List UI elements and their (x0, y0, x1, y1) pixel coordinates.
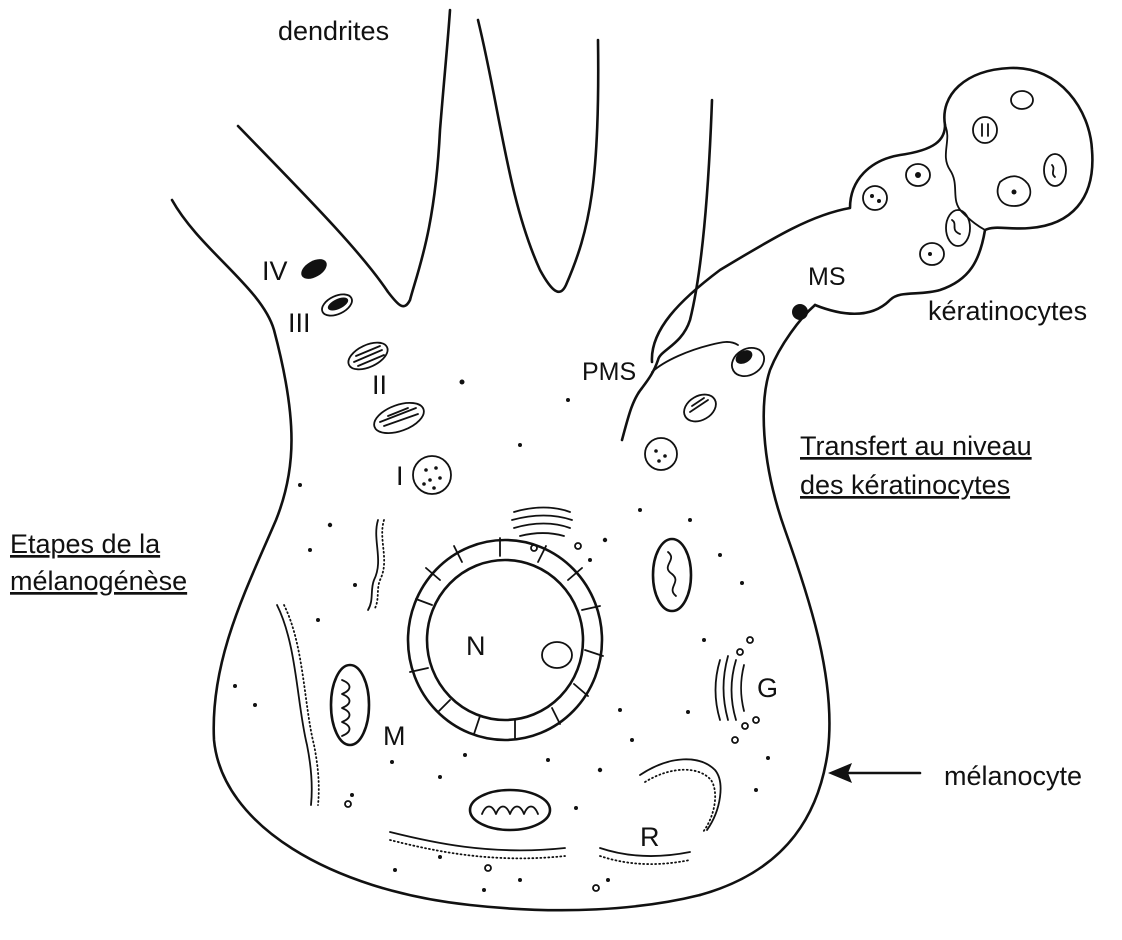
keratinocyte-protrusion (652, 68, 1092, 372)
label-stage-iii: III (288, 308, 311, 338)
label-dendrites: dendrites (278, 16, 389, 46)
label-stage-iv: IV (262, 256, 288, 286)
label-golgi: G (757, 673, 778, 703)
label-stage-ii: II (372, 370, 387, 400)
label-keratinocytes: kératinocytes (928, 296, 1087, 326)
label-melanocyte: mélanocyte (944, 761, 1082, 791)
caption-etapes-line1: Etapes de la (10, 529, 161, 559)
label-nucleus: N (466, 631, 486, 661)
melanosome-stage-iv (298, 255, 330, 283)
cytoplasm-granules (233, 380, 770, 893)
cell-membrane (172, 10, 829, 910)
label-stage-i: I (396, 461, 404, 491)
melanosome-stage-iii (319, 290, 356, 320)
melanocyte-arrow (828, 763, 920, 783)
mitochondria (331, 539, 691, 830)
label-reticulum: R (640, 822, 660, 852)
melanosome-stage-i (413, 456, 451, 494)
caption-transfert-line1: Transfert au niveau (800, 431, 1032, 461)
nucleus (408, 538, 603, 740)
melanosome-ms (792, 304, 808, 320)
label-pms: PMS (582, 358, 636, 386)
melanosome-transfer-3 (727, 342, 769, 382)
label-mitochondria: M (383, 721, 406, 751)
melanosome-transfer-2 (679, 389, 720, 427)
melanosome-stage-ii-b (370, 397, 428, 439)
caption-transfert-line2: des kératinocytes (800, 470, 1010, 500)
keratinocyte-inclusions (863, 91, 1066, 265)
caption-etapes-line2: mélanogénèse (10, 566, 187, 596)
melanosome-transfer-1 (645, 438, 677, 470)
golgi (512, 508, 759, 744)
label-ms: MS (808, 263, 846, 291)
